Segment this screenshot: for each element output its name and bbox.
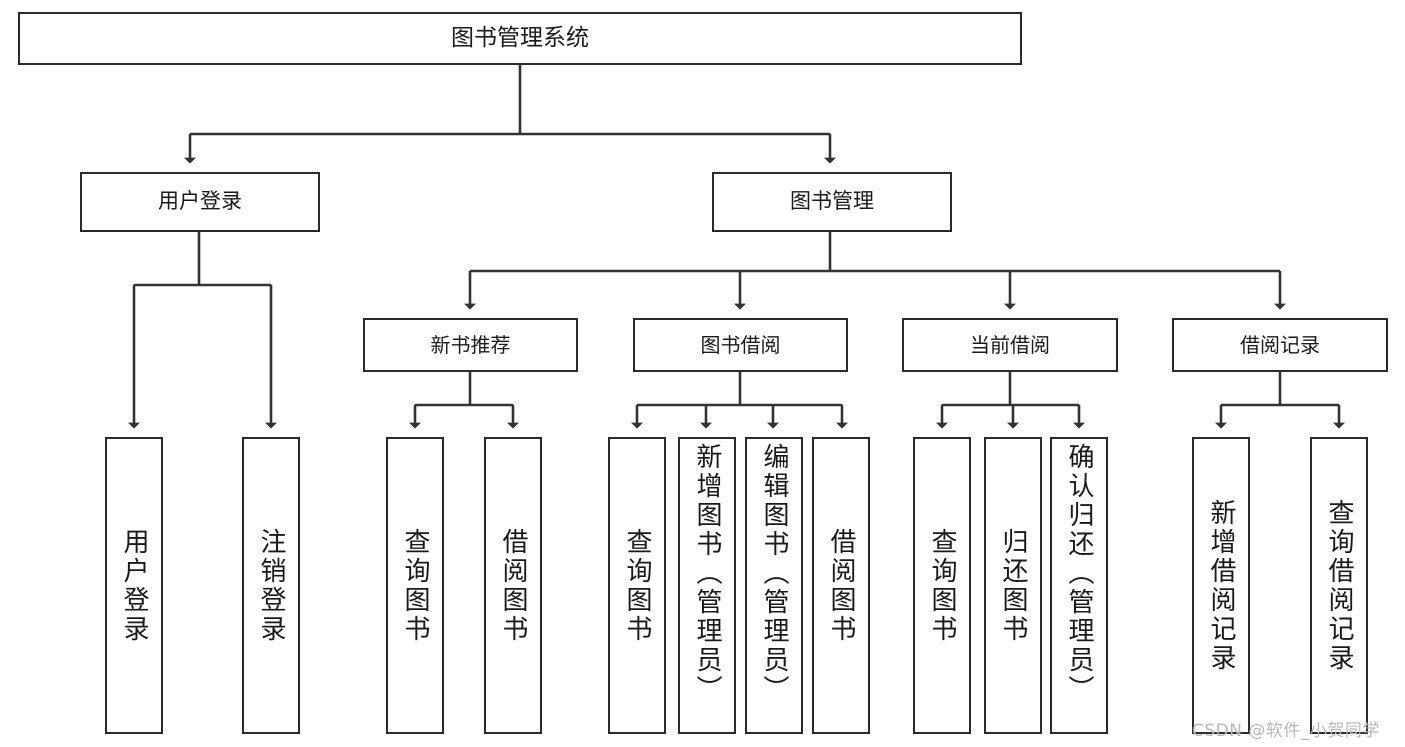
leaf-query-book-current[interactable]: 查询图书 xyxy=(913,437,971,734)
node-root[interactable]: 图书管理系统 xyxy=(18,12,1022,65)
csdn-watermark: CSDN @软件_小贺同学 xyxy=(1192,721,1380,741)
node-user-login[interactable]: 用户登录 xyxy=(80,172,320,232)
node-current-borrow[interactable]: 当前借阅 xyxy=(902,318,1118,372)
leaf-borrow-book-recommend[interactable]: 借阅图书 xyxy=(484,437,542,734)
leaf-add-borrow-record-label: 新增借阅记录 xyxy=(1206,498,1236,673)
node-book-borrow-label: 图书借阅 xyxy=(700,332,781,357)
leaf-borrow-book-borrow-label: 借阅图书 xyxy=(826,527,856,644)
node-root-label: 图书管理系统 xyxy=(451,24,589,51)
leaf-query-book-borrow-label: 查询图书 xyxy=(622,527,652,644)
leaf-edit-book[interactable]: 编辑图书（管理员） xyxy=(745,437,803,734)
leaf-query-book-recommend-label: 查询图书 xyxy=(400,527,430,644)
leaf-query-borrow-record[interactable]: 查询借阅记录 xyxy=(1310,437,1368,734)
leaf-borrow-book-borrow[interactable]: 借阅图书 xyxy=(812,437,870,734)
leaf-query-book-current-label: 查询图书 xyxy=(927,527,957,644)
node-book-manage[interactable]: 图书管理 xyxy=(712,172,952,232)
leaf-user-login-label: 用户登录 xyxy=(119,527,149,644)
leaf-borrow-book-recommend-label: 借阅图书 xyxy=(498,527,528,644)
node-borrow-record-label: 借阅记录 xyxy=(1240,332,1320,357)
node-book-manage-label: 图书管理 xyxy=(790,189,874,214)
leaf-query-borrow-record-label: 查询借阅记录 xyxy=(1324,498,1354,673)
leaf-add-book-label: 新增图书（管理员） xyxy=(692,443,722,704)
leaf-return-book[interactable]: 归还图书 xyxy=(984,437,1042,734)
leaf-user-login[interactable]: 用户登录 xyxy=(105,437,163,734)
leaf-edit-book-label: 编辑图书（管理员） xyxy=(759,443,789,704)
leaf-logout-login[interactable]: 注销登录 xyxy=(242,437,300,734)
node-borrow-record[interactable]: 借阅记录 xyxy=(1172,318,1388,372)
node-new-book-recommend-label: 新书推荐 xyxy=(430,332,511,357)
node-new-book-recommend[interactable]: 新书推荐 xyxy=(363,318,578,372)
node-book-borrow[interactable]: 图书借阅 xyxy=(633,318,848,372)
leaf-add-book[interactable]: 新增图书（管理员） xyxy=(678,437,736,734)
node-current-borrow-label: 当前借阅 xyxy=(970,332,1050,357)
leaf-logout-login-label: 注销登录 xyxy=(256,527,286,644)
leaf-confirm-return-label: 确认归还（管理员） xyxy=(1064,443,1094,704)
leaf-query-book-recommend[interactable]: 查询图书 xyxy=(386,437,444,734)
leaf-query-book-borrow[interactable]: 查询图书 xyxy=(608,437,666,734)
leaf-return-book-label: 归还图书 xyxy=(998,527,1028,644)
leaf-add-borrow-record[interactable]: 新增借阅记录 xyxy=(1192,437,1250,734)
leaf-confirm-return[interactable]: 确认归还（管理员） xyxy=(1050,437,1108,734)
node-user-login-label: 用户登录 xyxy=(158,189,242,214)
